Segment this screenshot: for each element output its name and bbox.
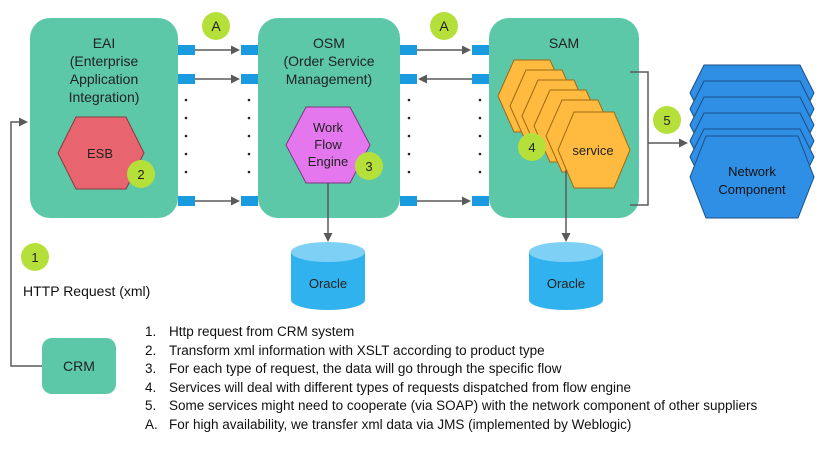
- eai-title: EAI: [93, 35, 116, 51]
- osm-title: OSM: [313, 35, 345, 51]
- workflow-engine-label-line: Flow: [314, 137, 342, 152]
- http-request-line: [10, 117, 42, 367]
- legend-marker: 3.: [145, 361, 157, 377]
- legend-item: 2. Transform xml information with XSLT ac…: [145, 342, 757, 361]
- workflow-engine-label-line: Engine: [308, 154, 348, 169]
- legend-text: Services will deal with different types …: [169, 379, 631, 395]
- legend-marker: 4.: [145, 379, 157, 395]
- esb-label: ESB: [87, 146, 113, 161]
- jms-badge-left: [202, 12, 230, 40]
- network-component-stack: [689, 64, 815, 219]
- step-badge-5: [653, 106, 681, 134]
- step-badge-2-label: 2: [137, 167, 144, 182]
- legend-text: Some services might need to cooperate (v…: [169, 398, 758, 414]
- legend-text: Transform xml information with XSLT acco…: [169, 342, 545, 358]
- eai-box: EAI (Enterprise Application Integration)…: [30, 18, 178, 218]
- step-badge-5-label: 5: [663, 113, 670, 128]
- legend-item: 5. Some services might need to cooperate …: [145, 397, 757, 416]
- jms-badge-left-label: A: [211, 18, 221, 34]
- step-badge-4: [518, 133, 546, 161]
- service-label: service: [572, 143, 613, 158]
- legend-text: For high availability, we transfer xml d…: [169, 416, 632, 432]
- legend-item: A. For high availability, we transfer xml…: [145, 416, 757, 435]
- service-hexagon-stack: [497, 59, 631, 189]
- legend-text: Http request from CRM system: [169, 324, 355, 339]
- legend-item: 1. Http request from CRM system: [145, 323, 757, 342]
- legend-marker: A.: [145, 416, 158, 432]
- soap-bracket: [630, 71, 688, 206]
- network-component-label-line: Network: [728, 164, 776, 179]
- jms-badge-right-label: A: [439, 18, 449, 34]
- step-badge-4-label: 4: [528, 140, 535, 155]
- eai-osm-connectors: [178, 45, 258, 206]
- step-badge-2: [127, 160, 155, 188]
- legend-marker: 1.: [145, 324, 157, 339]
- legend-item: 3. For each type of request, the data wil…: [145, 360, 757, 379]
- legend-list: 1. Http request from CRM system 2. Transfo…: [145, 323, 757, 435]
- legend-text: For each type of request, the data will …: [169, 361, 562, 377]
- crm-box: CRM: [42, 338, 116, 394]
- oracle-left-label: Oracle: [309, 276, 347, 291]
- osm-subtitle-line: (Order Service: [283, 53, 374, 69]
- workflow-engine-hexagon: [285, 106, 371, 184]
- legend-marker: 5.: [145, 398, 157, 414]
- legend-marker: 2.: [145, 342, 157, 358]
- step-badge-3-label: 3: [365, 159, 372, 174]
- oracle-right-label: Oracle: [547, 276, 585, 291]
- eai-subtitle-line: Integration): [69, 89, 140, 105]
- esb-hexagon: [57, 116, 145, 190]
- legend-item: 4. Services will deal with different type…: [145, 379, 757, 398]
- oracle-db-right: Oracle: [529, 242, 603, 310]
- step-badge-1-label: 1: [31, 250, 38, 265]
- osm-subtitle-line: Management): [286, 71, 372, 87]
- osm-box: OSM (Order Service Management) Work Flow…: [258, 18, 400, 218]
- eai-subtitle-line: Application: [70, 71, 139, 87]
- step-badge-3: [355, 152, 383, 180]
- eai-subtitle-line: (Enterprise: [70, 53, 139, 69]
- oracle-db-left: Oracle: [291, 242, 365, 310]
- http-request-label: HTTP Request (xml): [23, 283, 150, 299]
- osm-sam-connectors: [400, 45, 489, 206]
- step-badge-1: [21, 243, 49, 271]
- jms-badge-right: [430, 12, 458, 40]
- network-component-label-line: Component: [718, 182, 786, 197]
- sam-title: SAM: [549, 35, 579, 51]
- sam-box: SAM service 4: [489, 18, 639, 218]
- crm-label: CRM: [63, 358, 95, 374]
- workflow-engine-label-line: Work: [313, 120, 344, 135]
